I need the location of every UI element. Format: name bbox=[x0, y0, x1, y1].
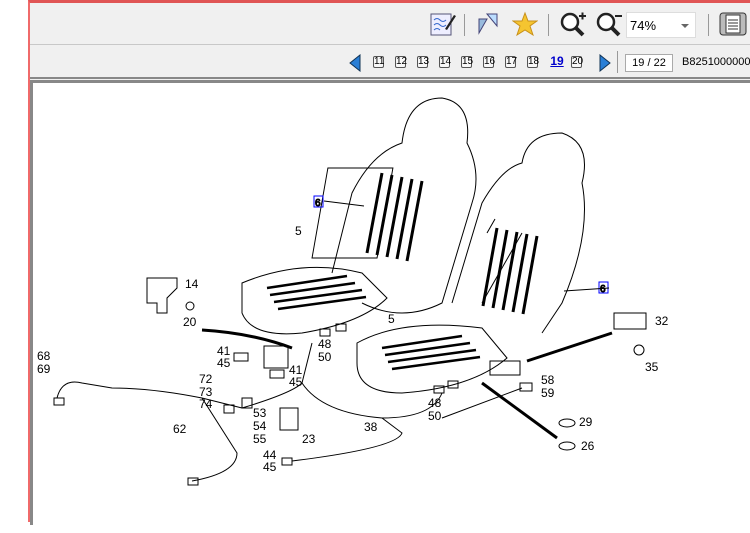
part-label: 23 bbox=[302, 432, 316, 446]
zoom-in-button[interactable] bbox=[558, 9, 588, 39]
separator bbox=[617, 51, 618, 73]
part-label: 50 bbox=[318, 350, 332, 364]
part-label: 29 bbox=[579, 415, 593, 429]
part-label: 26 bbox=[581, 439, 595, 453]
chevron-down-icon bbox=[681, 24, 689, 28]
page-link-20[interactable]: 20 bbox=[571, 56, 584, 68]
left-seat-backrest bbox=[331, 97, 477, 314]
page-link-19[interactable]: 19 bbox=[550, 54, 564, 68]
page-link-12[interactable]: 12 bbox=[395, 56, 408, 68]
page-indicator-input[interactable]: 19 / 22 bbox=[625, 54, 673, 72]
part-20 bbox=[185, 301, 195, 311]
previous-page-icon[interactable] bbox=[348, 54, 362, 72]
part-label: 62 bbox=[173, 422, 187, 436]
part-label: 20 bbox=[183, 315, 197, 329]
part-label: 50 bbox=[428, 409, 442, 423]
part-label: 45 bbox=[289, 375, 303, 389]
callout-6-left[interactable]: 6 bbox=[315, 198, 322, 210]
part-35 bbox=[633, 344, 645, 356]
part-label: 32 bbox=[655, 314, 669, 328]
part-label: 55 bbox=[253, 432, 267, 446]
part-label: 48 bbox=[318, 337, 332, 351]
right-seat-cushion bbox=[356, 324, 508, 394]
part-label: 5 bbox=[295, 224, 302, 238]
bookmark-star-icon[interactable] bbox=[510, 9, 540, 39]
part-label: 74 bbox=[199, 397, 213, 411]
part-label: 38 bbox=[364, 420, 378, 434]
part-label: 69 bbox=[37, 362, 51, 376]
part-label: 54 bbox=[253, 419, 267, 433]
page-link-11[interactable]: 11 bbox=[373, 56, 385, 68]
left-seat-cushion bbox=[241, 266, 388, 335]
separator bbox=[708, 14, 709, 36]
fit-page-icon[interactable] bbox=[474, 9, 504, 39]
part-label: 68 bbox=[37, 349, 51, 363]
zoom-value: 74% bbox=[630, 18, 657, 33]
zoom-level-select[interactable]: 74% bbox=[626, 12, 696, 38]
part-29 bbox=[558, 418, 576, 428]
part-14-bracket bbox=[146, 277, 178, 314]
page-link-15[interactable]: 15 bbox=[461, 56, 474, 68]
part-label: 72 bbox=[199, 372, 213, 386]
part-label: 41 bbox=[217, 344, 231, 358]
part-label: 14 bbox=[185, 277, 199, 291]
right-seat-backrest bbox=[451, 132, 585, 334]
page-view-icon[interactable] bbox=[718, 9, 748, 39]
wiring-harness bbox=[56, 342, 523, 482]
part-label: 58 bbox=[541, 373, 555, 387]
page-link-13[interactable]: 13 bbox=[417, 56, 430, 68]
callout-box bbox=[313, 195, 324, 208]
part-label: 35 bbox=[645, 360, 659, 374]
part-label: 48 bbox=[428, 396, 442, 410]
part-label: 59 bbox=[541, 386, 555, 400]
part-label: 53 bbox=[253, 406, 267, 420]
part-label: 5 bbox=[388, 312, 395, 326]
part-23 bbox=[279, 407, 299, 431]
part-26 bbox=[558, 441, 576, 451]
part-label: 45 bbox=[217, 356, 231, 370]
separator bbox=[548, 14, 549, 36]
page-link-18[interactable]: 18 bbox=[527, 56, 540, 68]
part-module bbox=[489, 360, 521, 376]
viewer-window: 74% 11 12 13 14 15 16 17 18 19 20 19 / 22 B825100… bbox=[28, 0, 750, 525]
page-navigation: 11 12 13 14 15 16 17 18 19 20 19 / 22 B8251000000… bbox=[30, 46, 750, 79]
part-label: 41 bbox=[289, 363, 303, 377]
toolbar: 74% bbox=[30, 3, 750, 45]
page-link-17[interactable]: 17 bbox=[505, 56, 518, 68]
separator bbox=[464, 14, 465, 36]
next-page-icon[interactable] bbox=[598, 54, 612, 72]
part-32 bbox=[613, 312, 647, 330]
part-label: 45 bbox=[263, 460, 277, 474]
part-label: 73 bbox=[199, 385, 213, 399]
part-label: 44 bbox=[263, 448, 277, 462]
callout-box bbox=[598, 281, 609, 294]
page-link-14[interactable]: 14 bbox=[439, 56, 452, 68]
document-id: B8251000000645 bbox=[682, 56, 750, 68]
arrow bbox=[201, 328, 293, 350]
edit-notes-icon[interactable] bbox=[428, 9, 458, 39]
zoom-out-button[interactable] bbox=[594, 9, 624, 39]
callout-6-right[interactable]: 6 bbox=[600, 284, 607, 296]
page-link-16[interactable]: 16 bbox=[483, 56, 496, 68]
